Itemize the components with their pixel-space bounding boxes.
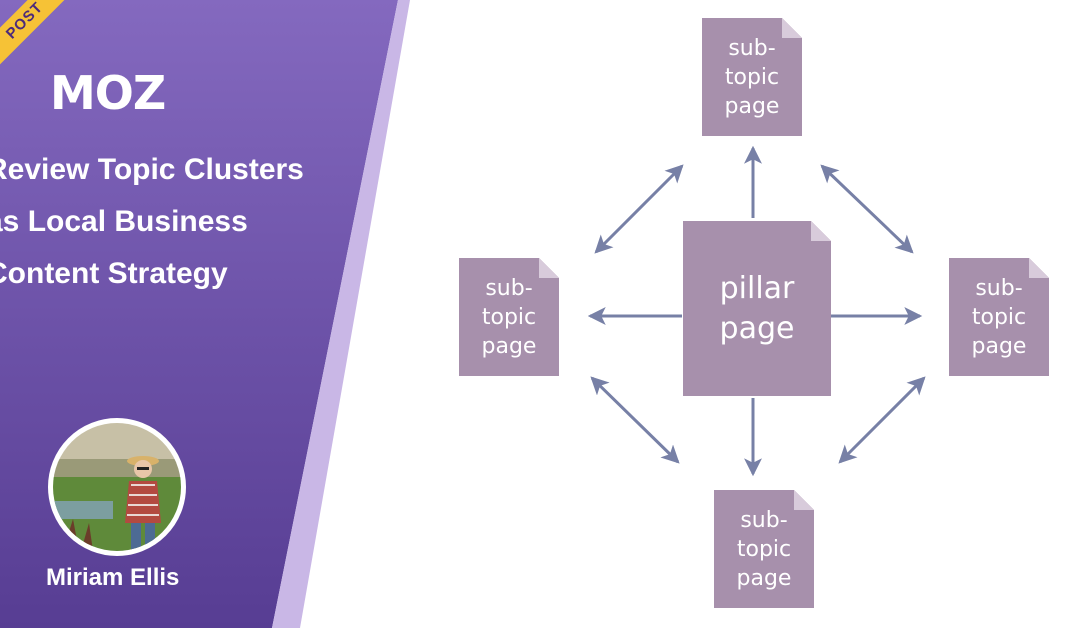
arrow-top-right — [820, 164, 914, 254]
node-label: page — [481, 333, 537, 359]
node-label: topic — [971, 304, 1027, 330]
moz-logo: MOZ — [50, 66, 166, 120]
topic-cluster-diagram: pillar page sub- topic page sub- topic p… — [430, 0, 1080, 628]
author-avatar — [48, 418, 186, 556]
headline-line: Review Topic Clusters — [0, 153, 304, 186]
arrow-bottom-left — [590, 376, 680, 464]
arrow-top-left — [594, 164, 684, 254]
headline: Review Topic Clusters as Local Business … — [0, 144, 346, 300]
post-badge: POST — [0, 0, 81, 77]
pillar-page-node: pillar page — [683, 221, 831, 396]
subtopic-page-node-bottom: sub- topic page — [714, 490, 814, 608]
node-label: page — [736, 565, 792, 591]
node-label: pillar — [719, 270, 795, 306]
arrow-bottom-right — [838, 376, 926, 464]
arrows-layer — [587, 145, 926, 477]
subtopic-page-node-left: sub- topic page — [459, 258, 559, 376]
node-label: page — [719, 310, 795, 346]
node-label: sub- — [975, 275, 1023, 301]
author-name: Miriam Ellis — [46, 564, 180, 591]
node-label: page — [724, 93, 780, 119]
node-label: sub- — [728, 35, 776, 61]
subtopic-page-node-right: sub- topic page — [949, 258, 1049, 376]
headline-line: as Local Business — [0, 205, 248, 238]
node-label: topic — [481, 304, 537, 330]
node-label: sub- — [485, 275, 533, 301]
node-label: page — [971, 333, 1027, 359]
node-label: topic — [736, 536, 792, 562]
node-label: sub- — [740, 507, 788, 533]
node-label: topic — [724, 64, 780, 90]
subtopic-page-node-top: sub- topic page — [702, 18, 802, 136]
avatar-photo — [53, 423, 181, 551]
headline-line: Content Strategy — [0, 257, 228, 290]
